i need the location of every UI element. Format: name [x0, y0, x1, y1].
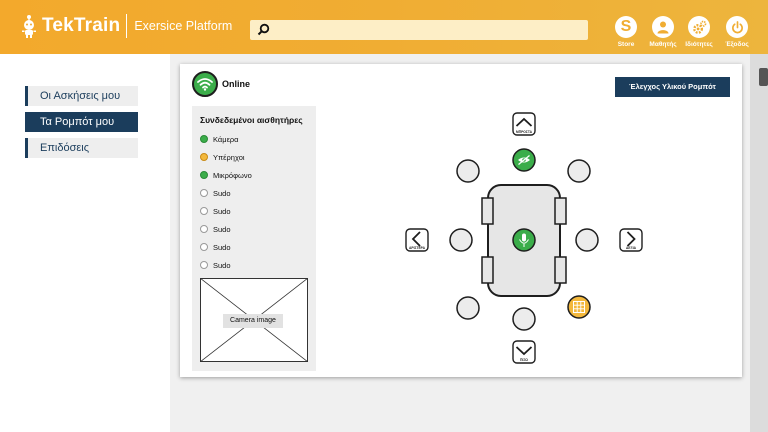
store-label: Store — [617, 41, 635, 48]
power-icon — [726, 16, 748, 38]
grid-sensor-icon[interactable] — [567, 295, 591, 319]
sensor-status-dot — [200, 225, 208, 233]
hardware-control-button[interactable]: Έλεγχος Υλικού Ρομπότ — [615, 77, 730, 97]
scrollbar[interactable] — [750, 54, 768, 432]
user-icon — [652, 16, 674, 38]
wheel-front-left — [481, 197, 494, 225]
right-label: ΔΕΞΙΑ — [626, 246, 637, 250]
wheel-front-right — [554, 197, 567, 225]
sidebar-item-my-robots[interactable]: Τα Ρομπότ μου — [25, 112, 138, 132]
sensor-status-dot — [200, 243, 208, 251]
store-icon: S — [615, 16, 637, 38]
header: TekTrain Exersice Platform S Store Μαθητ… — [0, 0, 768, 54]
wheel-rear-right — [554, 256, 567, 284]
sensor-status-dot — [200, 171, 208, 179]
ultrasonic-sensor-rear-left[interactable] — [456, 296, 480, 320]
sensor-item: Κάμερα — [200, 133, 239, 145]
chevron-down-icon — [515, 346, 533, 356]
camera-image-label: Camera image — [223, 314, 283, 328]
brand-name: TekTrain — [42, 15, 121, 36]
chevron-left-icon — [411, 231, 421, 247]
sidebar-item-performance[interactable]: Επιδόσεις — [25, 138, 138, 158]
ultrasonic-sensor-right[interactable] — [575, 228, 599, 252]
microphone-icon[interactable] — [512, 228, 536, 252]
camera-eye-icon[interactable] — [512, 148, 536, 172]
scrollbar-thumb[interactable] — [759, 68, 768, 86]
back-label: ΠΙΣΩ — [520, 358, 528, 362]
wifi-status-icon — [192, 71, 218, 97]
forward-button[interactable]: ΜΠΡΟΣΤΑ — [512, 112, 536, 136]
logo[interactable]: TekTrain Exersice Platform — [20, 14, 232, 38]
connection-status: Online — [222, 79, 251, 89]
search-icon — [257, 23, 270, 36]
sensor-item: Μικρόφωνο — [200, 169, 252, 181]
settings-label: Ιδιότητες — [685, 41, 713, 48]
store-button[interactable]: S Store — [606, 16, 646, 48]
sensor-status-dot — [200, 207, 208, 215]
student-label: Μαθητής — [649, 41, 677, 48]
sensor-status-dot — [200, 135, 208, 143]
ultrasonic-sensor-front-right[interactable] — [567, 159, 591, 183]
left-label: ΑΡΙΣΤΕΡΑ — [409, 246, 426, 250]
back-button[interactable]: ΠΙΣΩ — [512, 340, 536, 364]
sensor-status-dot — [200, 261, 208, 269]
chevron-right-icon — [626, 231, 636, 247]
platform-name: Exersice Platform — [134, 19, 233, 33]
logout-button[interactable]: Έξοδος — [717, 16, 757, 48]
settings-button[interactable]: Ιδιότητες — [679, 16, 719, 48]
ultrasonic-sensor-front-left[interactable] — [456, 159, 480, 183]
robot-logo-icon — [22, 15, 36, 38]
sensor-item: Sudo — [200, 187, 231, 199]
robot-diagram: ΜΠΡΟΣΤΑ ΑΡΙΣΤΕΡΑ — [405, 112, 643, 364]
ultrasonic-sensor-left[interactable] — [449, 228, 473, 252]
sensor-status-dot — [200, 153, 208, 161]
sensor-item: Sudo — [200, 259, 231, 271]
left-button[interactable]: ΑΡΙΣΤΕΡΑ — [405, 228, 429, 252]
sensor-item: Sudo — [200, 205, 231, 217]
right-button[interactable]: ΔΕΞΙΑ — [619, 228, 643, 252]
sensor-item: Υπέρηχοι — [200, 151, 245, 163]
sensor-item: Sudo — [200, 241, 231, 253]
sidebar-item-my-exercises[interactable]: Οι Ασκήσεις μου — [25, 86, 138, 106]
logout-label: Έξοδος — [725, 41, 749, 48]
forward-label: ΜΠΡΟΣΤΑ — [516, 130, 533, 134]
ultrasonic-sensor-rear[interactable] — [512, 307, 536, 331]
sensor-item: Sudo — [200, 223, 231, 235]
wheel-rear-left — [481, 256, 494, 284]
student-button[interactable]: Μαθητής — [643, 16, 683, 48]
settings-icon — [688, 16, 710, 38]
chevron-up-icon — [515, 117, 533, 127]
search-bar[interactable] — [250, 20, 588, 40]
sensor-panel-title: Συνδεδεμένοι αισθητήρες — [200, 115, 303, 125]
sensor-status-dot — [200, 189, 208, 197]
logo-divider — [126, 14, 128, 38]
